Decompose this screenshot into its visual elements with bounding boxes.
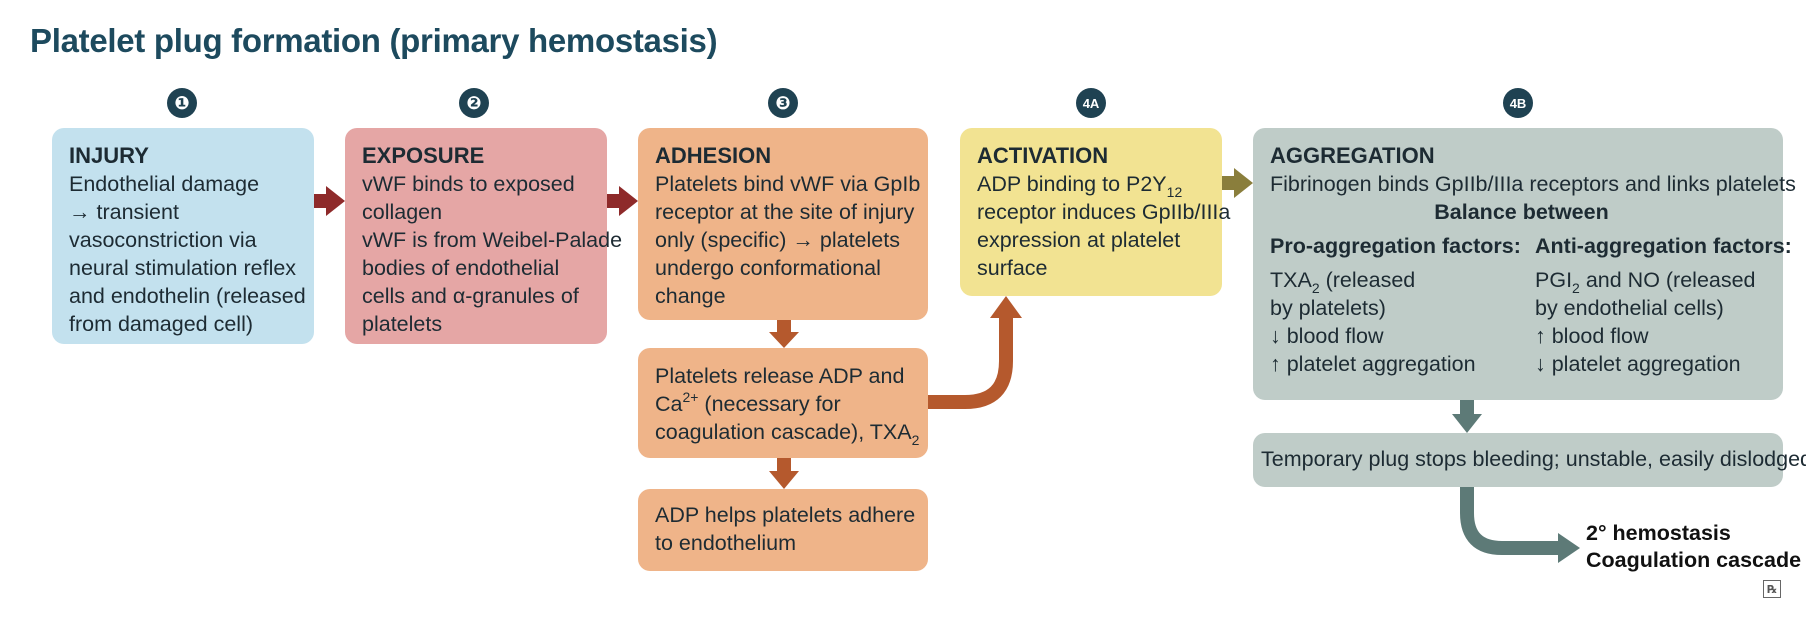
adp-line: to endothelium — [655, 531, 797, 555]
anti-line: ↓ platelet aggregation — [1535, 352, 1741, 376]
arrow-release-adp-shaft — [777, 458, 791, 473]
adhesion-line: only (specific) → platelets — [655, 228, 900, 252]
balance-heading: Balance between — [1434, 200, 1609, 224]
pro-line: ↓ blood flow — [1270, 324, 1384, 348]
p2y-subscript: 12 — [1166, 184, 1183, 200]
anti-line: by endothelial cells) — [1535, 296, 1724, 320]
pro-aggregation-heading: Pro-aggregation factors: — [1270, 234, 1521, 258]
pro-text: TXA — [1270, 268, 1312, 292]
exposure-line: collagen — [362, 200, 443, 224]
release-box: Platelets release ADP and Ca2+ (necessar… — [638, 348, 928, 458]
injury-line: from damaged cell) — [69, 312, 254, 336]
release-text: coagulation cascade), TXA — [655, 420, 912, 444]
activation-line: ADP binding to P2Y12 — [977, 170, 1206, 200]
arrow-release-adp-head — [769, 471, 799, 489]
adhesion-line: Platelets bind vWF via GpIb — [655, 172, 921, 196]
injury-line: vasoconstriction via — [69, 228, 257, 252]
pro-aggregation-column: Pro-aggregation factors: TXA2 (released … — [1270, 232, 1535, 378]
arrow-aggregation-temp-head — [1452, 414, 1482, 433]
anti-text: PGI — [1535, 268, 1573, 292]
temporary-plug-text: Temporary plug stops bleeding; unstable,… — [1261, 447, 1806, 471]
step-3-marker: ❸ — [768, 88, 798, 118]
arrow-adhesion-release-head — [769, 332, 799, 348]
arrow-activation-aggregation-head — [1234, 168, 1253, 198]
adhesion-box: ADHESION Platelets bind vWF via GpIb rec… — [638, 128, 928, 320]
arrow-adhesion-release-shaft — [777, 320, 791, 334]
injury-line: neural stimulation reflex — [69, 256, 297, 280]
temporary-plug-box: Temporary plug stops bleeding; unstable,… — [1253, 433, 1806, 487]
arrow-exposure-adhesion-head — [619, 186, 638, 216]
arrow-activation-aggregation-shaft — [1222, 176, 1236, 190]
release-line: coagulation cascade), TXA2 — [655, 418, 919, 447]
exposure-line: cells and α-granules of — [362, 284, 579, 308]
anti-text: and NO (released — [1579, 268, 1756, 292]
adhesion-heading: ADHESION — [655, 143, 772, 168]
step-4b-marker: 4B — [1503, 88, 1533, 118]
release-text: (necessary for — [698, 392, 841, 416]
arrow-temp-secondary-head — [1558, 533, 1580, 563]
anti-line: ↑ blood flow — [1535, 324, 1649, 348]
anti-aggregation-heading: Anti-aggregation factors: — [1535, 234, 1792, 258]
step-4a-marker: 4A — [1076, 88, 1106, 118]
injury-line: Endothelial damage — [69, 172, 260, 196]
exposure-heading: EXPOSURE — [362, 143, 485, 168]
activation-line: receptor induces GpIIb/IIIa — [977, 200, 1231, 224]
arrow-temp-secondary-path — [1460, 487, 1560, 555]
arrow-release-activation-head — [990, 296, 1022, 318]
adhesion-line: change — [655, 284, 726, 308]
step-1-marker: ❶ — [167, 88, 197, 118]
exposure-line: vWF is from Weibel-Palade — [362, 228, 623, 252]
factor-columns: Pro-aggregation factors: TXA2 (released … — [1270, 232, 1792, 378]
aggregation-box: AGGREGATION Fibrinogen binds GpIIb/IIIa … — [1253, 128, 1796, 400]
activation-text: ADP binding to P2Y — [977, 172, 1167, 196]
activation-line: expression at platelet — [977, 228, 1181, 252]
anti-line: PGI2 and NO (released — [1535, 266, 1792, 296]
adhesion-line: undergo conformational — [655, 256, 881, 280]
release-line: Platelets release ADP and — [655, 364, 905, 388]
pro-line: TXA2 (released — [1270, 266, 1535, 296]
secondary-hemostasis-label: 2° hemostasis Coagulation cascade — [1586, 520, 1801, 574]
pro-text: (released — [1319, 268, 1416, 292]
adhesion-line: receptor at the site of injury — [655, 200, 915, 224]
injury-box: INJURY Endothelial damage → transient va… — [52, 128, 314, 344]
exposure-line: vWF binds to exposed — [362, 172, 575, 196]
calcium-charge: 2+ — [682, 389, 699, 405]
activation-line: surface — [977, 256, 1048, 280]
adp-box: ADP helps platelets adhere to endotheliu… — [638, 489, 928, 571]
step-2-marker: ❷ — [459, 88, 489, 118]
pgi-subscript: 2 — [1572, 280, 1580, 296]
secondary-line: Coagulation cascade — [1586, 548, 1802, 572]
pro-line: ↑ platelet aggregation — [1270, 352, 1476, 376]
txa-subscript: 2 — [911, 432, 920, 448]
injury-line: → transient — [69, 200, 179, 224]
arrow-injury-exposure-shaft — [314, 194, 328, 208]
arrow-injury-exposure-head — [326, 186, 345, 216]
diagram-title: Platelet plug formation (primary hemosta… — [30, 22, 718, 59]
exposure-line: platelets — [362, 312, 443, 336]
release-text: Ca — [655, 392, 683, 416]
arrow-exposure-adhesion-shaft — [607, 194, 621, 208]
secondary-line: 2° hemostasis — [1586, 521, 1731, 545]
aggregation-line: Fibrinogen binds GpIIb/IIIa receptors an… — [1270, 172, 1796, 196]
aggregation-heading: AGGREGATION — [1270, 143, 1435, 168]
rx-logo-icon: ℞ — [1763, 580, 1781, 598]
injury-heading: INJURY — [69, 143, 149, 168]
injury-line: and endothelin (released — [69, 284, 306, 308]
txa-subscript: 2 — [1311, 280, 1320, 296]
activation-heading: ACTIVATION — [977, 143, 1109, 168]
adp-line: ADP helps platelets adhere — [655, 503, 916, 527]
pro-line: by platelets) — [1270, 296, 1386, 320]
exposure-line: bodies of endothelial — [362, 256, 560, 280]
arrow-release-activation-path — [928, 316, 1013, 409]
anti-aggregation-column: Anti-aggregation factors: PGI2 and NO (r… — [1535, 232, 1792, 378]
arrow-aggregation-temp-shaft — [1460, 400, 1474, 416]
release-line: Ca2+ (necessary for — [655, 390, 912, 418]
exposure-box: EXPOSURE vWF binds to exposed collagen v… — [345, 128, 623, 344]
activation-box: ACTIVATION ADP binding to P2Y12 receptor… — [960, 128, 1231, 296]
